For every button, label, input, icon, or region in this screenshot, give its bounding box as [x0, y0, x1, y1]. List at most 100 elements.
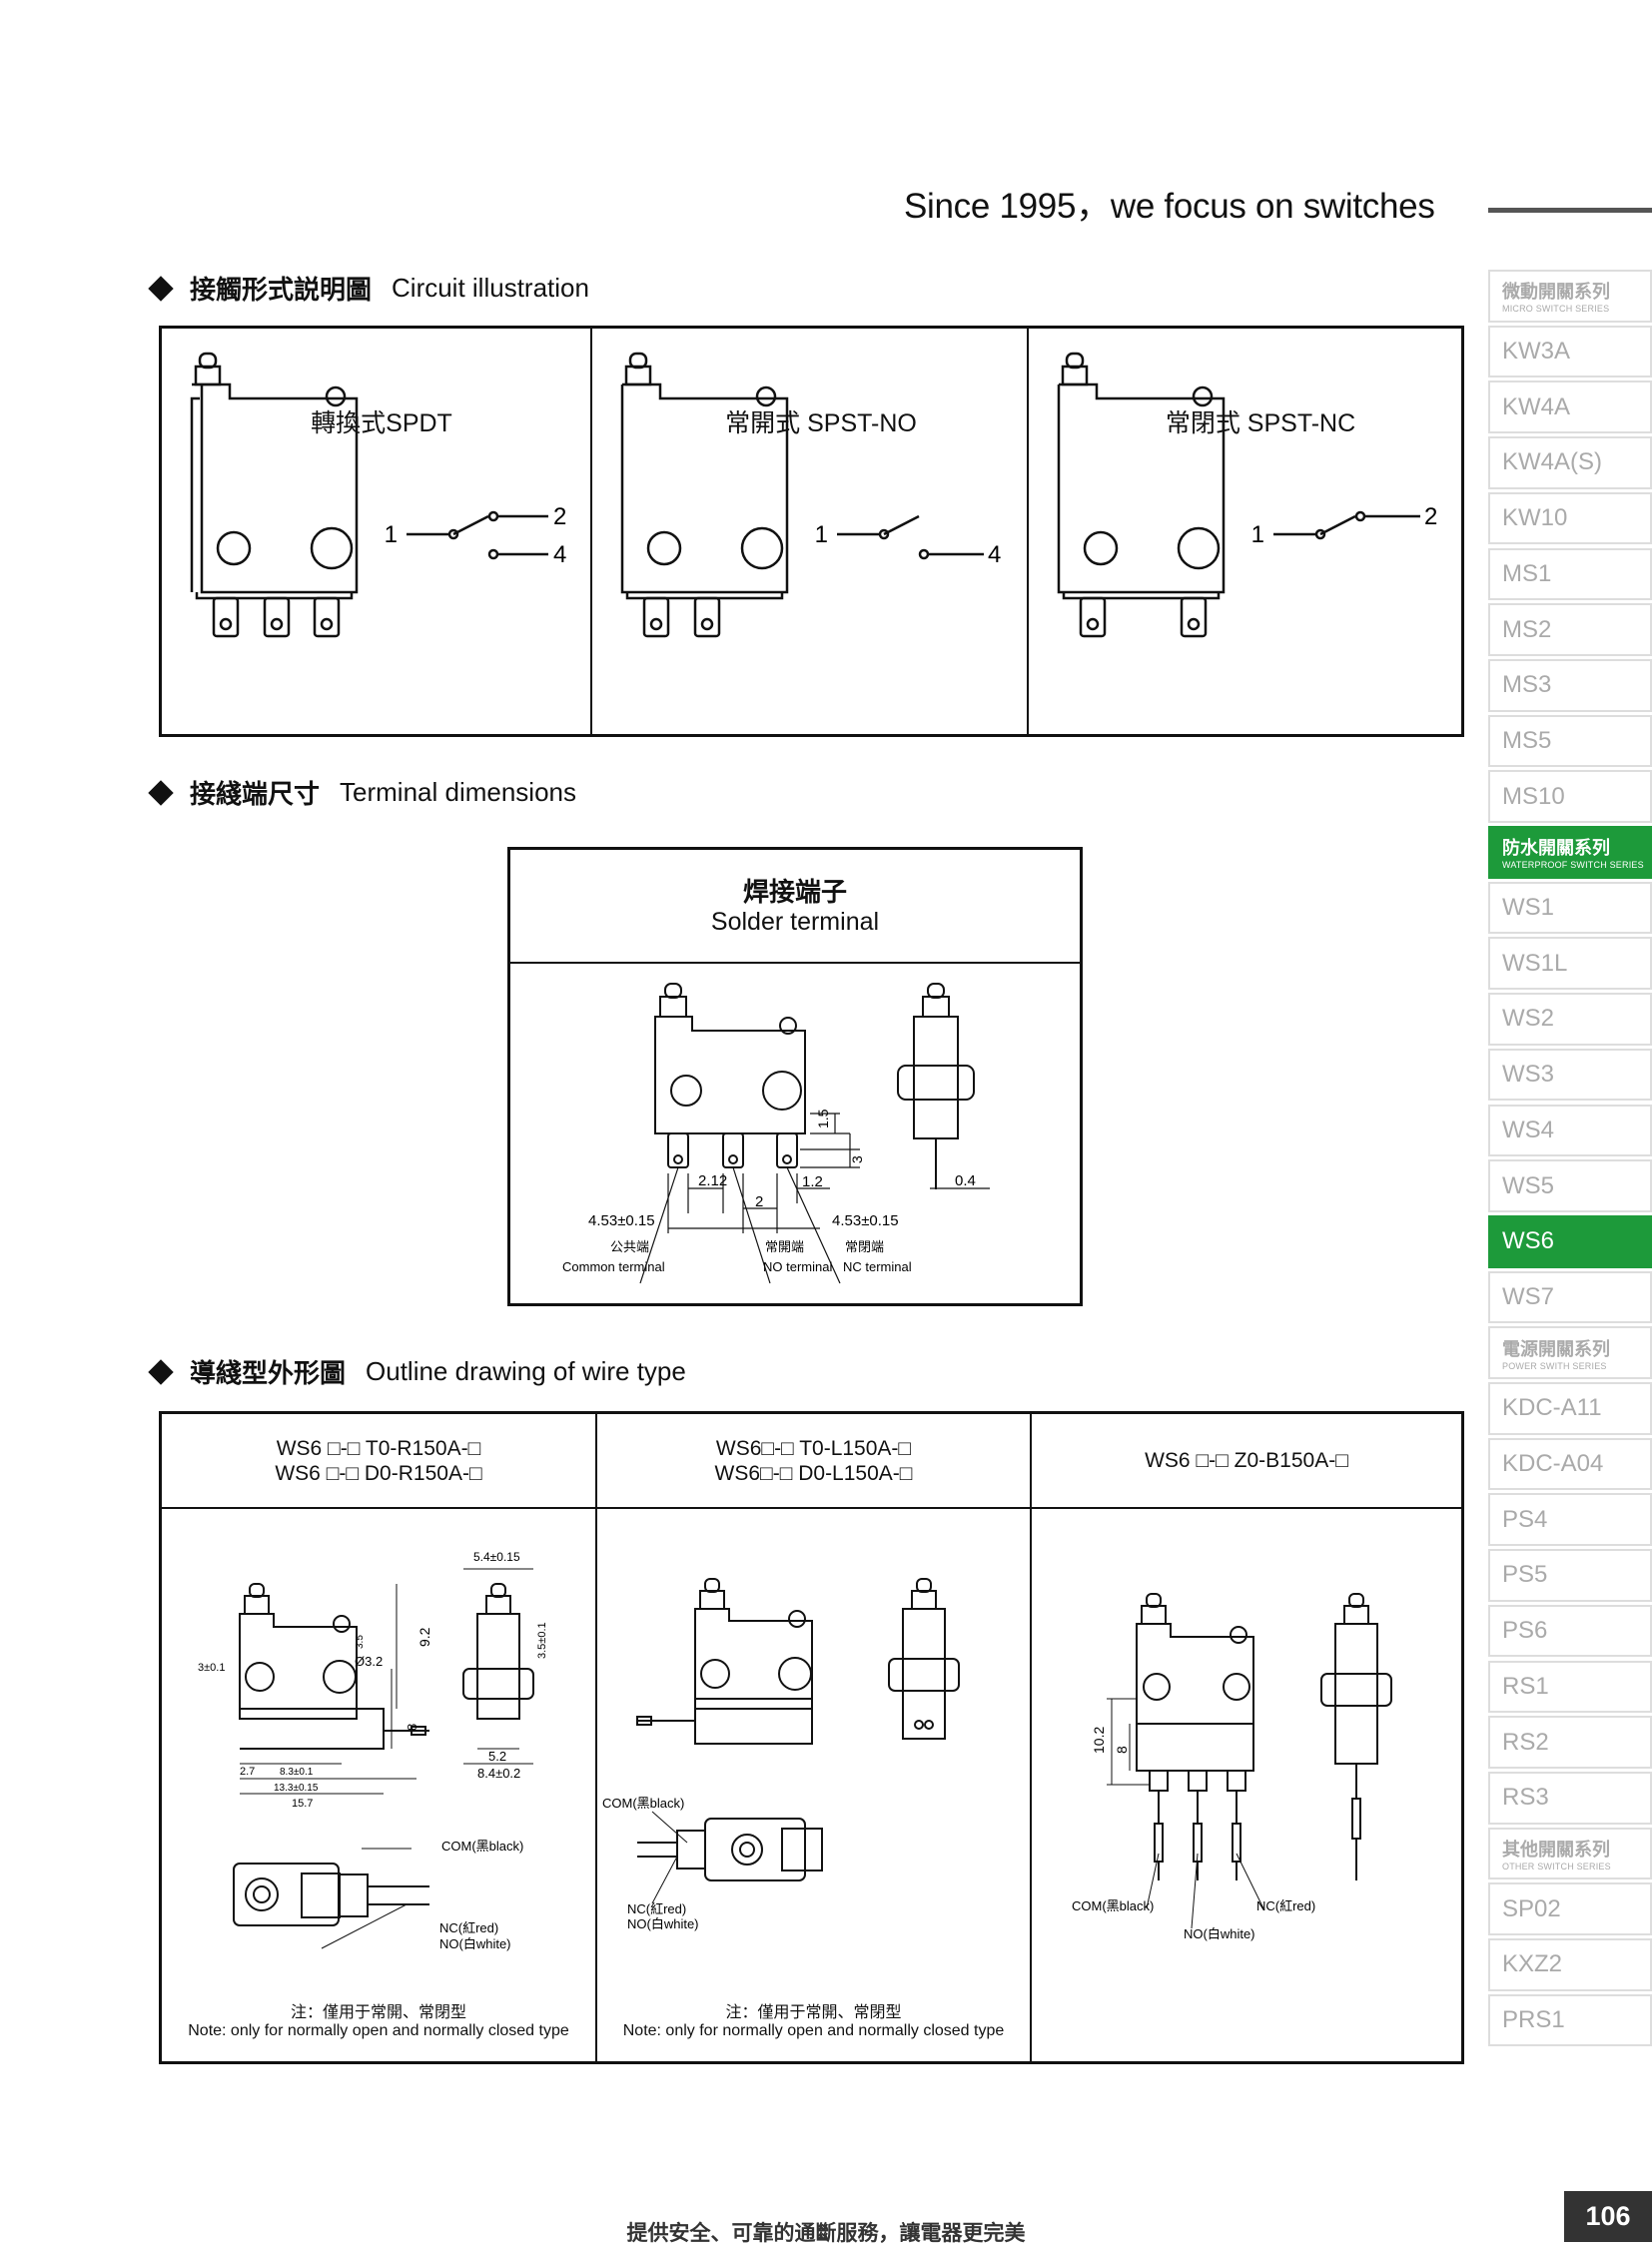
sidebar-item-ws5[interactable]: WS5	[1488, 1159, 1652, 1212]
no-terminal-label-en: NO terminal	[763, 1259, 832, 1274]
sidebar-item-sp02[interactable]: SP02	[1488, 1882, 1652, 1935]
sidebar-item-ws1l[interactable]: WS1L	[1488, 937, 1652, 991]
note-en: Note: only for normally open and normall…	[188, 2022, 569, 2039]
sidebar-header-en: POWER SWITH SERIES	[1502, 1360, 1607, 1371]
model-code: WS6 □-□ D0-R150A-□	[275, 1462, 482, 1485]
dim-label: 5.2	[488, 1749, 506, 1764]
sidebar-item-rs2[interactable]: RS2	[1488, 1716, 1652, 1769]
sidebar-header-en: OTHER SWITCH SERIES	[1502, 1861, 1611, 1872]
outline-drawing-1: 5.4±0.15 9.2 Ø3.2 3.5 3±0.1 3.5±0.1 8 2.…	[198, 1550, 548, 1951]
wire-label-com: COM(黑black)	[1072, 1898, 1154, 1913]
page-number: 106	[1564, 2191, 1652, 2242]
nc-terminal-label-cn: 常閉端	[845, 1239, 884, 1254]
dim-label: 8.4±0.2	[477, 1766, 520, 1781]
dim-label: 4.53±0.15	[832, 1212, 899, 1229]
dim-label: 1.5	[815, 1109, 831, 1128]
dim-label: 2	[755, 1193, 763, 1210]
dim-label: 5.4±0.15	[473, 1550, 520, 1564]
section-title-en: Outline drawing of wire type	[366, 1356, 686, 1386]
sidebar-item-rs3[interactable]: RS3	[1488, 1771, 1652, 1825]
spst-nc-switch-diagram: 1 2	[1057, 352, 1437, 638]
solder-terminal-drawing: 1.5 3 2.12 1.2 2 0.4 4.53±0.15 4.53±0.15…	[562, 983, 990, 1284]
sidebar-item-prs1[interactable]: PRS1	[1488, 1993, 1652, 2047]
terminal-title-en: Solder terminal	[710, 908, 880, 936]
circuit-title-spst-nc: 常閉式 SPST-NC	[1165, 409, 1356, 437]
no-terminal-label-cn: 常開端	[765, 1239, 804, 1254]
dim-label: 1.2	[802, 1173, 823, 1190]
outline-note-1: 注：僅用于常開、常閉型 Note: only for normally open…	[162, 1998, 595, 2040]
section-title-cn: 導綫型外形圖	[190, 1358, 347, 1388]
dim-label: 10.2	[1091, 1727, 1107, 1754]
pin-label: 4	[553, 541, 566, 568]
dim-label: 8	[405, 1724, 419, 1731]
outline-drawing-2: COM(黑black) NC(紅red) NO(白white)	[602, 1578, 960, 1931]
terminal-title-cn: 焊接端子	[742, 877, 847, 907]
sidebar-header-en: WATERPROOF SWITCH SERIES	[1502, 860, 1644, 871]
diamond-bullet-icon	[148, 779, 174, 806]
footer-slogan: 提供安全、可靠的通斷服務，讓電器更完美	[626, 2222, 1026, 2245]
circuit-title-spst-no: 常開式 SPST-NO	[725, 409, 917, 437]
section-title-en: Circuit illustration	[392, 273, 589, 303]
wire-label-nc: NC(紅red)	[439, 1920, 498, 1935]
sidebar-item-ps5[interactable]: PS5	[1488, 1549, 1652, 1602]
sidebar-header-cn: 防水開關系列	[1502, 838, 1610, 859]
pin-label: 1	[815, 521, 828, 548]
sidebar-item-ps4[interactable]: PS4	[1488, 1493, 1652, 1547]
sidebar-item-ws7[interactable]: WS7	[1488, 1270, 1652, 1324]
dim-label: 3.5	[355, 1635, 366, 1649]
sidebar-item-kdc-a11[interactable]: KDC-A11	[1488, 1382, 1652, 1435]
sidebar-item-ws2[interactable]: WS2	[1488, 993, 1652, 1046]
sidebar-item-kxz2[interactable]: KXZ2	[1488, 1938, 1652, 1991]
sidebar-item-ms3[interactable]: MS3	[1488, 658, 1652, 712]
dim-label: 9.2	[416, 1627, 432, 1647]
sidebar-item-ms10[interactable]: MS10	[1488, 770, 1652, 823]
section-heading-terminal: 接綫端尺寸 Terminal dimensions	[148, 774, 576, 811]
wire-label-no: NO(白white)	[627, 1916, 699, 1931]
outline-drawing-box: WS6 □-□ T0-R150A-□ WS6 □-□ D0-R150A-□ WS…	[159, 1411, 1464, 2064]
model-code: WS6□-□ T0-L150A-□	[715, 1437, 912, 1460]
sidebar-item-kw4a-s-[interactable]: KW4A(S)	[1488, 436, 1652, 489]
outline-header-3: WS6 □-□ Z0-B150A-□	[1032, 1449, 1461, 1473]
sidebar-item-kw10[interactable]: KW10	[1488, 491, 1652, 545]
sidebar-item-ms5[interactable]: MS5	[1488, 714, 1652, 768]
dim-label: 2.7	[240, 1766, 255, 1778]
sidebar-header-cn: 其他開關系列	[1502, 1839, 1610, 1860]
diamond-bullet-icon	[148, 1358, 174, 1385]
wire-label-no: NO(白white)	[1184, 1926, 1255, 1941]
sidebar-item-ms1[interactable]: MS1	[1488, 547, 1652, 601]
sidebar-header-cn: 電源開關系列	[1502, 1338, 1610, 1359]
dim-label: 4.53±0.15	[588, 1212, 655, 1229]
pin-label: 2	[1424, 503, 1437, 530]
note-cn: 注：僅用于常開、常閉型	[725, 2004, 902, 2021]
model-code: WS6□-□ D0-L150A-□	[714, 1462, 913, 1485]
model-code: WS6 □-□ Z0-B150A-□	[1145, 1449, 1348, 1472]
wire-label-nc: NC(紅red)	[1256, 1898, 1315, 1913]
sidebar-header-cn: 微動開關系列	[1502, 282, 1610, 303]
sidebar-item-kw4a[interactable]: KW4A	[1488, 380, 1652, 434]
sidebar-item-ws6[interactable]: WS6	[1488, 1214, 1652, 1268]
dim-label: 8.3±0.1	[280, 1767, 314, 1778]
sidebar-item-kdc-a04[interactable]: KDC-A04	[1488, 1437, 1652, 1491]
dim-label: 13.3±0.15	[274, 1783, 319, 1794]
sidebar-item-ws3[interactable]: WS3	[1488, 1048, 1652, 1102]
sidebar-item-ws4[interactable]: WS4	[1488, 1104, 1652, 1157]
model-code: WS6 □-□ T0-R150A-□	[276, 1437, 481, 1460]
section-heading-circuit: 接觸形式説明圖 Circuit illustration	[148, 270, 589, 307]
page-tagline: Since 1995，we focus on switches	[904, 187, 1435, 226]
sidebar-item-rs1[interactable]: RS1	[1488, 1660, 1652, 1714]
sidebar-item-ms2[interactable]: MS2	[1488, 603, 1652, 656]
circuit-title-spdt: 轉換式SPDT	[311, 409, 452, 437]
wire-label-com: COM(黑black)	[602, 1796, 684, 1811]
dim-label: 3.5±0.1	[536, 1622, 548, 1659]
outline-drawing-3: 10.2 8 COM(黑black) NC(紅red) NO(白white)	[1072, 1593, 1392, 1941]
wire-label-nc: NC(紅red)	[627, 1901, 686, 1916]
diamond-bullet-icon	[148, 275, 174, 302]
pin-label: 2	[553, 503, 566, 530]
outline-header-1: WS6 □-□ T0-R150A-□ WS6 □-□ D0-R150A-□	[162, 1436, 595, 1486]
sidebar-item-ws1[interactable]: WS1	[1488, 881, 1652, 935]
sidebar-item-ps6[interactable]: PS6	[1488, 1604, 1652, 1658]
sidebar-item-kw3a[interactable]: KW3A	[1488, 325, 1652, 378]
